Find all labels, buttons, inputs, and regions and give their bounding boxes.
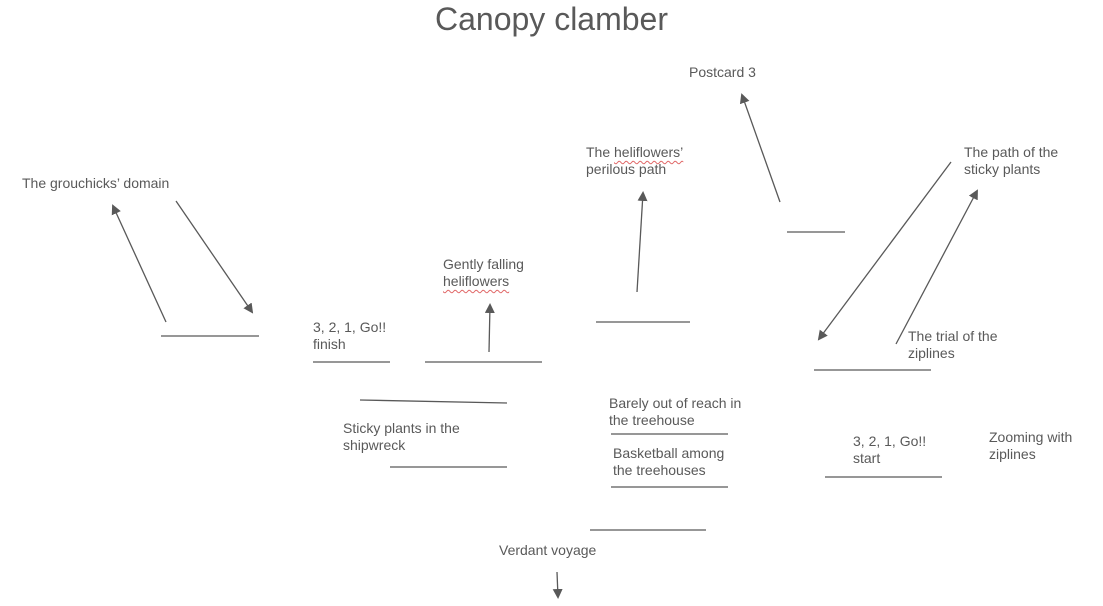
label-barely-out-of-reach: Barely out of reach in the treehouse	[609, 395, 742, 428]
label-verdant-voyage: Verdant voyage	[499, 542, 597, 558]
arrow	[484, 303, 495, 353]
label-postcard: Postcard 3	[689, 64, 756, 80]
label-trial-ziplines: The trial of the ziplines	[908, 328, 998, 361]
arrow	[817, 161, 952, 341]
blank-line	[359, 399, 508, 404]
label-text: perilous path	[586, 161, 667, 177]
label-path-sticky-plants: The path of the sticky plants	[964, 144, 1059, 177]
arrow	[175, 200, 254, 314]
page-title: Canopy clamber	[435, 1, 668, 37]
label-go-finish: 3, 2, 1, Go!! finish	[313, 319, 387, 352]
label-text: Gently falling	[443, 256, 524, 272]
label-go-start: 3, 2, 1, Go!! start	[853, 433, 927, 466]
arrow	[895, 189, 978, 345]
label-text: The	[586, 144, 615, 160]
arrow	[111, 204, 167, 323]
misspelled-word: heliflowers’	[614, 144, 684, 160]
label-basketball: Basketball among the treehouses	[613, 445, 725, 478]
label-sticky-shipwreck: Sticky plants in the shipwreck	[343, 420, 460, 453]
arrow	[636, 191, 648, 293]
label-zooming-ziplines: Zooming with ziplines	[989, 429, 1073, 462]
arrow	[552, 571, 563, 599]
arrow	[739, 93, 781, 203]
label-heliflowers-path: The heliflowers’perilous path	[586, 144, 683, 178]
label-grouchicks-domain: The grouchicks’ domain	[22, 175, 170, 191]
misspelled-word: heliflowers	[443, 273, 510, 289]
